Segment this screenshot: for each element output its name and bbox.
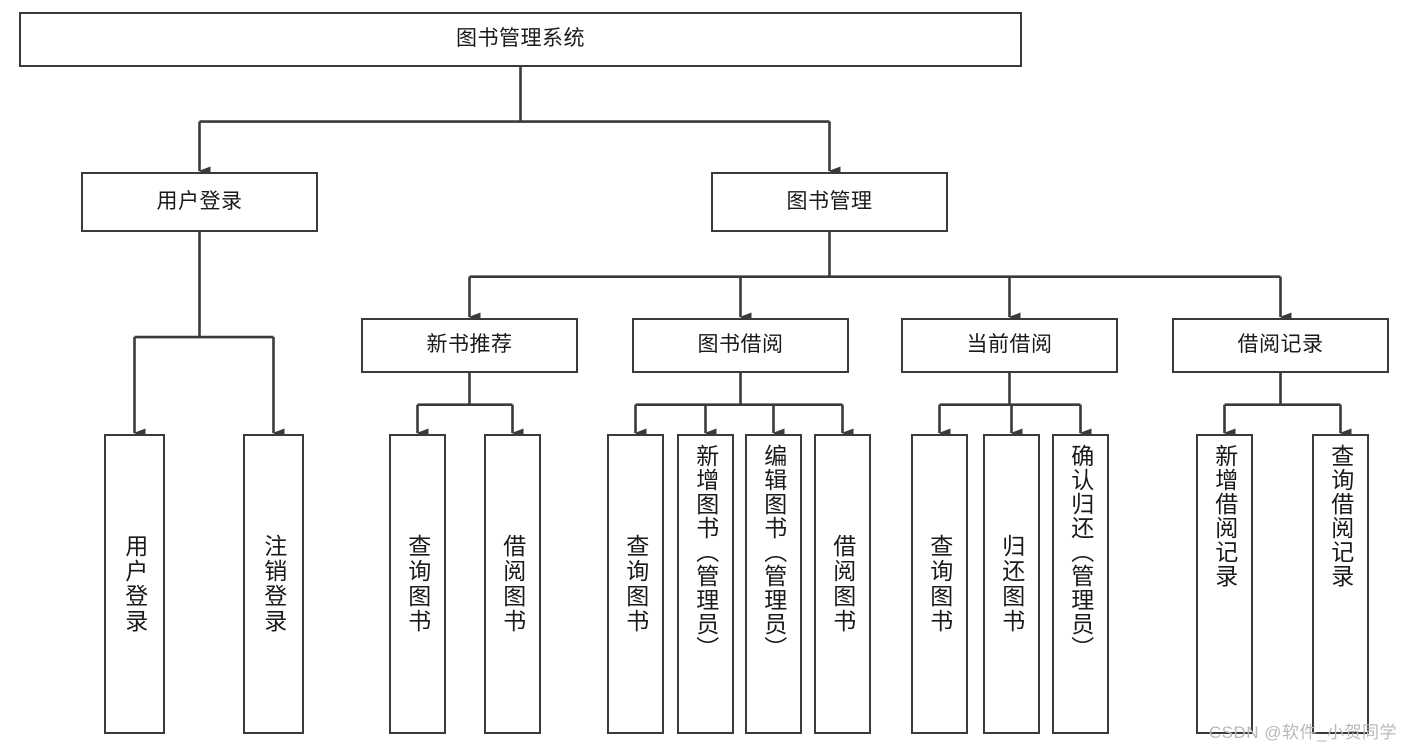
node-label: 新增借阅记录 <box>1211 444 1238 588</box>
node-new-book-rec[interactable]: 新书推荐 <box>361 318 578 373</box>
node-leaf-return-book[interactable]: 归还图书 <box>983 434 1040 734</box>
node-label: 图书管理 <box>786 189 873 213</box>
node-leaf-query-book-3[interactable]: 查询图书 <box>911 434 968 734</box>
node-leaf-user-logout[interactable]: 注销登录 <box>243 434 304 734</box>
node-label: 查询图书 <box>926 534 953 634</box>
node-book-manage[interactable]: 图书管理 <box>711 172 948 232</box>
node-label: 归还图书 <box>998 534 1025 634</box>
node-label: 查询借阅记录 <box>1327 444 1354 588</box>
node-root[interactable]: 图书管理系统 <box>19 12 1022 67</box>
node-leaf-query-book-2[interactable]: 查询图书 <box>607 434 664 734</box>
node-leaf-edit-book[interactable]: 编辑图书（管理员） <box>745 434 802 734</box>
node-leaf-add-record[interactable]: 新增借阅记录 <box>1196 434 1253 734</box>
node-book-borrow[interactable]: 图书借阅 <box>632 318 849 373</box>
node-label: 确认归还（管理员） <box>1067 444 1094 660</box>
node-leaf-query-book-1[interactable]: 查询图书 <box>389 434 446 734</box>
node-label: 图书管理系统 <box>456 27 585 51</box>
node-label: 用户登录 <box>156 189 243 213</box>
node-label: 当前借阅 <box>966 333 1053 357</box>
node-label: 查询图书 <box>622 534 649 634</box>
node-label: 借阅记录 <box>1237 333 1324 357</box>
node-leaf-confirm-return[interactable]: 确认归还（管理员） <box>1052 434 1109 734</box>
node-leaf-borrow-book-1[interactable]: 借阅图书 <box>484 434 541 734</box>
node-label: 借阅图书 <box>829 534 856 634</box>
node-leaf-add-book[interactable]: 新增图书（管理员） <box>677 434 734 734</box>
node-label: 用户登录 <box>121 534 148 634</box>
node-label: 注销登录 <box>260 534 287 634</box>
watermark-text: CSDN @软件_小贺同学 <box>1208 723 1397 742</box>
node-leaf-borrow-book-2[interactable]: 借阅图书 <box>814 434 871 734</box>
node-label: 查询图书 <box>404 534 431 634</box>
node-label: 图书借阅 <box>697 333 784 357</box>
node-user-login[interactable]: 用户登录 <box>81 172 318 232</box>
node-leaf-query-record[interactable]: 查询借阅记录 <box>1312 434 1369 734</box>
node-current-borrow[interactable]: 当前借阅 <box>901 318 1118 373</box>
node-label: 借阅图书 <box>499 534 526 634</box>
node-label: 新书推荐 <box>426 333 513 357</box>
node-leaf-user-login[interactable]: 用户登录 <box>104 434 165 734</box>
node-borrow-record[interactable]: 借阅记录 <box>1172 318 1389 373</box>
node-label: 新增图书（管理员） <box>692 444 719 660</box>
node-label: 编辑图书（管理员） <box>760 444 787 660</box>
